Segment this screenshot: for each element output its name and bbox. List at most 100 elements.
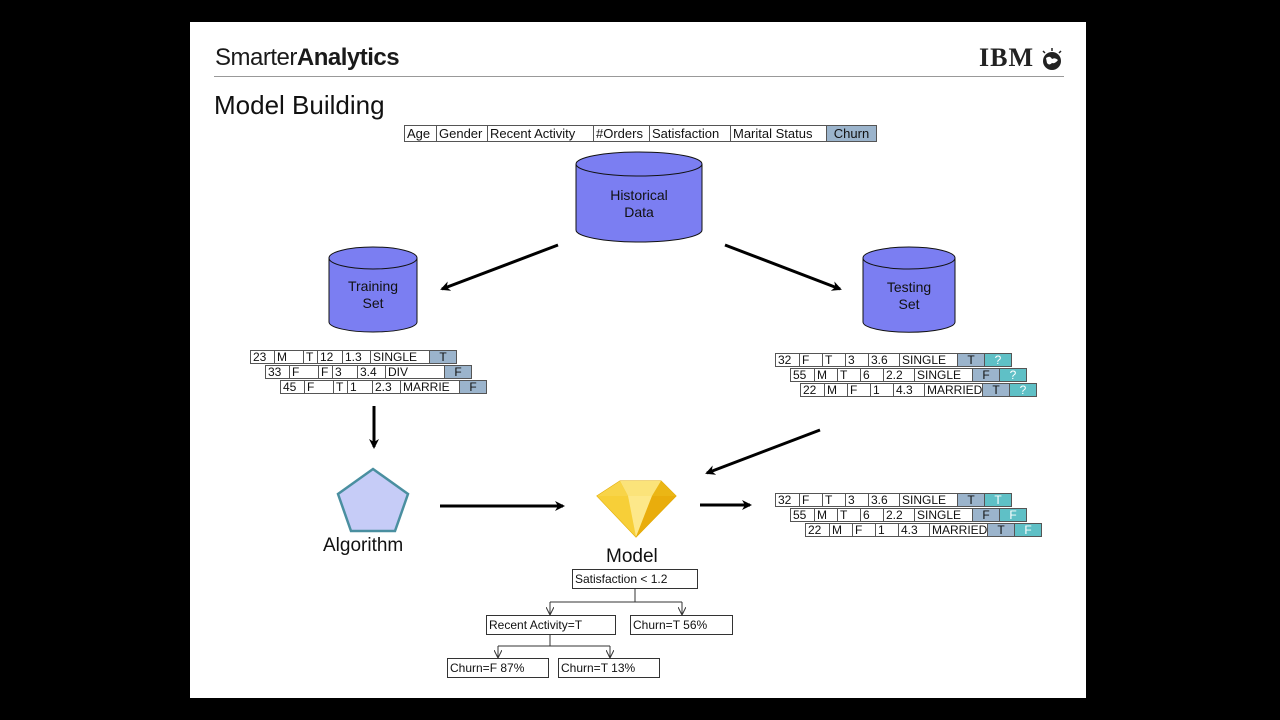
training-row-cell: DIV [385,365,445,379]
testing-row-cell: 32 [775,353,800,367]
training-row-cell: 12 [317,350,343,364]
column-header-cell: Churn [826,125,877,142]
tree-leaf-churn-t: Churn=T 13% [558,658,660,678]
testing-row-cell: 1 [870,383,894,397]
column-header-cell: #Orders [593,125,650,142]
column-header-cell: Satisfaction [649,125,731,142]
testing-row-cell: M [814,368,838,382]
algorithm-label: Algorithm [323,535,404,556]
scored-row-cell: 4.3 [898,523,930,537]
algorithm-pentagon [336,467,410,533]
training-row-cell: T [303,350,318,364]
testing-set-text: Testing Set [886,279,932,312]
scored-row-cell: SINGLE [914,508,973,522]
scored-row-cell: MARRIED [929,523,988,537]
training-row-cell: 3.4 [357,365,386,379]
training-row-cell: 1.3 [342,350,371,364]
tree-left-node: Recent Activity=T [486,615,616,635]
scored-row-cell: F [799,493,823,507]
training-row-cell: T [429,350,457,364]
testing-row-cell: SINGLE [899,353,958,367]
tree-right-node: Churn=T 56% [630,615,733,635]
testing-row-cell: ? [999,368,1027,382]
testing-set-label: Testing Set [863,279,955,313]
tree-root-node: Satisfaction < 1.2 [572,569,698,589]
arrow-to-testing [724,243,842,291]
scored-row-cell: 22 [805,523,830,537]
model-gem-icon [596,480,677,538]
scored-row-cell: T [984,493,1012,507]
testing-row-cell: 2.2 [883,368,915,382]
brand-wordmark: SmarterAnalytics [215,44,400,72]
scored-row-cell: SINGLE [899,493,958,507]
training-row-cell: T [333,380,348,394]
scored-row-cell: F [852,523,876,537]
testing-row-cell: 3.6 [868,353,900,367]
training-row-cell: 2.3 [372,380,401,394]
scored-row-cell: F [999,508,1027,522]
model-label: Model [606,546,658,567]
training-row-cell: F [444,365,472,379]
brand-bold: Analytics [296,44,400,71]
scored-row-cell: F [1014,523,1042,537]
column-header-cell: Gender [436,125,488,142]
slide: SmarterAnalytics IBM Model Building [190,22,1086,698]
historical-data-label: Historical Data [576,187,702,221]
scored-row-cell: M [829,523,853,537]
scored-row-cell: 2.2 [883,508,915,522]
testing-row-cell: 3 [845,353,869,367]
scored-row-cell: 1 [875,523,899,537]
testing-row-cell: SINGLE [914,368,973,382]
testing-row-cell: ? [1009,383,1037,397]
testing-row-cell: 4.3 [893,383,925,397]
ibm-logo-text: IBM [979,43,1034,72]
scored-row-cell: 55 [790,508,815,522]
scored-row-cell: 3.6 [868,493,900,507]
training-row-cell: 1 [347,380,373,394]
ibm-logo: IBM [979,43,1034,73]
scored-row-cell: 6 [860,508,884,522]
scored-row-cell: 32 [775,493,800,507]
testing-row-cell: ? [984,353,1012,367]
header-rule [214,76,1064,77]
testing-row-cell: 6 [860,368,884,382]
arrow-test-to-model [705,428,821,475]
training-row-cell: M [274,350,304,364]
arrow-to-training [440,243,559,291]
testing-row-cell: MARRIED [924,383,983,397]
scored-row-cell: M [814,508,838,522]
scored-row-cell: T [837,508,861,522]
testing-row-cell: T [957,353,985,367]
brand-light: Smarter [215,44,297,71]
tree-leaf-churn-f: Churn=F 87% [447,658,549,678]
testing-row-cell: 22 [800,383,825,397]
training-set-label: Training Set [329,278,417,312]
training-row-cell: 33 [265,365,290,379]
scored-row-cell: T [987,523,1015,537]
training-set-cylinder [328,246,418,333]
testing-row-cell: 55 [790,368,815,382]
scored-row-cell: T [822,493,846,507]
diagram-canvas [328,151,956,698]
testing-row-cell: F [799,353,823,367]
testing-row-cell: T [822,353,846,367]
tree-connectors [498,589,682,657]
training-row-cell: SINGLE [370,350,430,364]
testing-row-cell: T [837,368,861,382]
scored-row-cell: 3 [845,493,869,507]
slide-title: Model Building [214,90,385,120]
scored-row-cell: F [972,508,1000,522]
testing-row-cell: M [824,383,848,397]
testing-row-cell: F [847,383,871,397]
column-header-cell: Age [404,125,437,142]
testing-row-cell: F [972,368,1000,382]
testing-set-cylinder [862,246,956,333]
globe-icon [1042,48,1062,70]
column-header-cell: Recent Activity [487,125,594,142]
training-row-cell: F [304,380,334,394]
training-row-cell: F [289,365,319,379]
training-row-cell: 3 [332,365,358,379]
training-row-cell: F [459,380,487,394]
column-header-cell: Marital Status [730,125,827,142]
historical-data-cylinder [575,151,703,243]
